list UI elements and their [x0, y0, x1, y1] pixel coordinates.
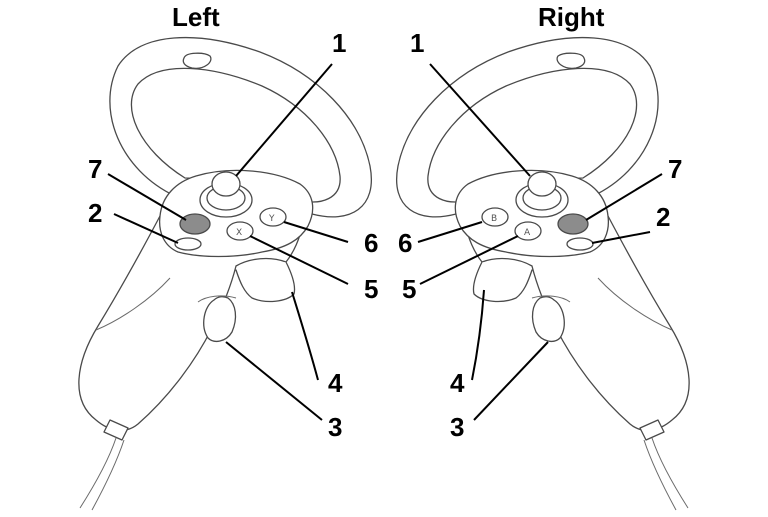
left-callout-1: 1	[332, 28, 346, 58]
left-grip-rim	[197, 295, 237, 303]
left-callout-7: 7	[88, 154, 102, 184]
left-callout-6: 6	[364, 228, 378, 258]
right-callout-3: 3	[450, 412, 464, 442]
left-lanyard-tab	[103, 419, 129, 441]
right-lanyard-tab	[639, 419, 665, 441]
left-callout-4: 4	[328, 368, 343, 398]
left-leader-2	[113, 213, 179, 244]
left-callout-3: 3	[328, 412, 342, 442]
left-leader-4	[291, 291, 319, 381]
left-trigger-body	[235, 261, 296, 303]
right-leader-4	[471, 289, 485, 381]
left-leader-3	[225, 341, 323, 421]
right-controller	[396, 37, 690, 511]
left-handle-seam	[95, 277, 171, 331]
left-cable	[79, 437, 117, 509]
right-callout-4: 4	[450, 368, 465, 398]
left-leader-6	[283, 221, 349, 243]
left-leader-7	[107, 173, 187, 221]
left-system-button	[174, 237, 202, 251]
left-y-glyph: Y	[268, 214, 275, 224]
left-ring-slot	[182, 52, 212, 69]
right-ring-slot	[556, 52, 586, 69]
right-a-button	[514, 221, 542, 241]
right-system-button	[566, 237, 594, 251]
left-callout-5: 5	[364, 274, 378, 304]
right-callout-1: 1	[410, 28, 424, 58]
left-leader-5	[249, 235, 349, 285]
left-grip-button	[203, 296, 237, 343]
left-x-glyph: X	[236, 228, 242, 238]
right-title: Right	[538, 2, 605, 32]
left-x-button	[226, 221, 254, 241]
right-leader-3	[473, 341, 549, 421]
right-leader-1	[429, 63, 531, 177]
right-thumbstick-cap	[527, 171, 557, 197]
right-grip-button	[531, 296, 565, 343]
right-trigger-body	[472, 261, 533, 303]
left-title: Left	[172, 2, 220, 32]
right-leader-6	[417, 221, 483, 243]
left-callout-2: 2	[88, 198, 102, 228]
right-callout-6: 6	[398, 228, 412, 258]
right-callout-5: 5	[402, 274, 416, 304]
right-leaders	[417, 63, 663, 421]
left-menu-button	[179, 213, 211, 235]
right-grip-rim	[531, 295, 571, 303]
right-leader-7	[585, 173, 663, 221]
right-handle-seam	[597, 277, 673, 331]
right-a-glyph: A	[524, 228, 531, 238]
right-menu-button	[557, 213, 589, 235]
right-callout-7: 7	[668, 154, 682, 184]
right-leader-5	[419, 235, 519, 285]
right-leader-2	[591, 231, 651, 244]
right-cable	[651, 437, 689, 509]
right-b-glyph: B	[491, 214, 497, 224]
right-callout-2: 2	[656, 202, 670, 232]
right-b-button	[481, 207, 509, 227]
left-leaders	[107, 63, 349, 421]
left-controller: X Y	[78, 37, 372, 511]
left-thumbstick-cap	[211, 171, 241, 197]
left-leader-1	[235, 63, 333, 177]
left-y-button	[259, 207, 287, 227]
